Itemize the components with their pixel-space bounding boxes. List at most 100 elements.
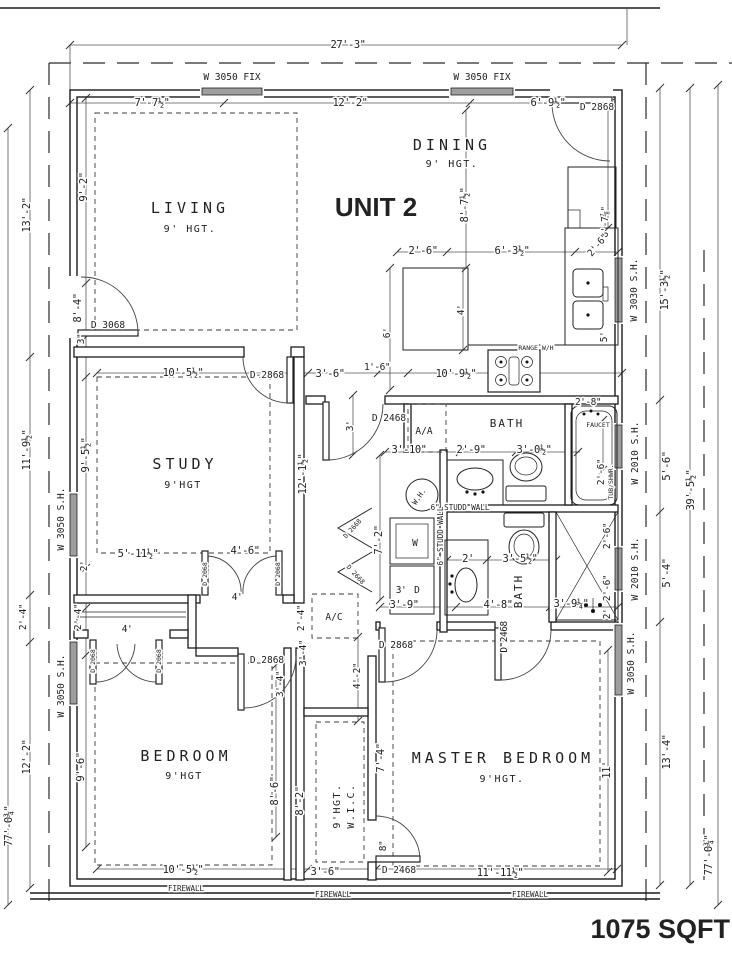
door-leaf-bedroom <box>237 653 245 711</box>
sink-drain-2 <box>586 313 590 317</box>
fixtures <box>80 166 619 621</box>
dim-r77: 77'-0¾" <box>703 835 715 876</box>
dim-dryer: 3' <box>396 585 406 596</box>
firewall-label-1: FIREWALL <box>168 884 205 893</box>
dim-m11: 11' <box>601 761 613 778</box>
door-leaf-closet1b <box>275 550 283 596</box>
wall-wic-top <box>303 707 369 717</box>
dim-c29: 2'-9" <box>456 444 485 456</box>
dim-r13: 13'-4" <box>661 735 673 770</box>
range-burner-3 <box>495 374 507 386</box>
outline-wic <box>315 721 365 863</box>
vanity2-dot-3 <box>450 590 454 594</box>
shower-dot-3 <box>598 603 602 607</box>
room-label-master: MASTER BEDROOM <box>412 749 594 767</box>
dim-left-24: 2'-4" <box>18 604 29 630</box>
dim-m2: 2' <box>602 609 613 619</box>
dim-c3: 3' <box>345 421 356 431</box>
dim-k4: 4' <box>456 305 467 315</box>
door-arc-closet1b <box>242 555 277 595</box>
wall-utility <box>439 449 448 633</box>
toilet1-seat <box>514 456 538 476</box>
dim-c35: 3'-5½" <box>503 553 538 565</box>
wall-tub-left <box>564 403 573 506</box>
dim-r15: 15'-3½" <box>659 270 671 311</box>
room-label-bath2: BATH <box>512 574 525 609</box>
wall-wic-right <box>367 655 377 821</box>
washer-box <box>389 517 435 565</box>
dim-k5: 5' <box>599 332 610 342</box>
range-burner-2 <box>521 356 533 368</box>
dim-r54: 5'-4" <box>661 558 673 587</box>
door-leaf-aa <box>322 401 330 461</box>
dim-m39b: 3'-9¼" <box>554 598 589 610</box>
range-label: RANGE W/H <box>518 344 553 352</box>
wall-bath-top-a <box>305 395 326 405</box>
dim-left-11: 11'-9½" <box>21 430 33 471</box>
dim-c26s1: 2'-6" <box>602 523 613 549</box>
door-leaf-master <box>378 627 386 683</box>
outline-ac-closet <box>311 593 359 639</box>
wall-aa-alcove <box>403 403 412 453</box>
room-hgt-living: 9' HGT. <box>164 224 217 235</box>
window-label-fix1: W 3050 FIX <box>203 72 260 83</box>
dim-li84: 8'-4" <box>72 293 84 322</box>
door-label-closet1b: D 2068 <box>274 562 282 586</box>
dim-s4: 4' <box>232 592 242 603</box>
shower <box>555 511 619 621</box>
dim-left-12: 12'-2" <box>21 740 33 775</box>
dim-r39: 39'-5½" <box>685 470 697 511</box>
dim-c72: 7'-2" <box>373 525 385 554</box>
dim-m39a: 3'-9" <box>389 599 418 611</box>
door-label-closet2a: D 2068 <box>89 649 97 673</box>
vanity2-sink <box>454 567 478 603</box>
door-label-wic: D 2468 <box>382 865 417 876</box>
water-heater <box>405 478 439 512</box>
dim-b4: 4' <box>122 624 132 635</box>
window-label-master: W 3050 S.H. <box>626 632 637 695</box>
window-label-b1: W 2010 S.H. <box>630 422 641 485</box>
wall-closet-divider <box>187 594 197 649</box>
tub-inner <box>575 410 613 501</box>
dim-c2: 2' <box>462 553 474 565</box>
room-label-aa: A/A <box>415 426 432 437</box>
door-arc-closet2a <box>95 643 136 683</box>
room-label-bedroom: BEDROOM <box>140 747 231 765</box>
washer-label: W <box>412 538 418 549</box>
vanity1-dot-2 <box>473 492 477 496</box>
doors <box>77 96 613 863</box>
outline-aa-closet <box>407 403 447 453</box>
dim-hall-36: 3'-6" <box>315 368 344 380</box>
door-label-aa: D 2468 <box>372 413 407 424</box>
dim-c26s2: 2'-6" <box>602 575 613 601</box>
wall-closet-front-left <box>73 594 201 604</box>
outline-living <box>94 112 298 331</box>
room-label-study: STUDY <box>152 455 217 473</box>
toilet2-seat <box>513 533 535 559</box>
sheet-border <box>0 7 660 45</box>
dim-master-bottom: 11'-11½" <box>477 867 524 879</box>
shower-dot-1 <box>584 603 588 607</box>
dim-k63: 6'-3½" <box>495 245 530 257</box>
dim-li2: 2' <box>79 561 90 571</box>
door-arc-wic <box>375 815 421 861</box>
sink-drain-1 <box>586 281 590 285</box>
water-heater-label: W.H. <box>410 487 428 507</box>
dim-top-overall: 27'-3" <box>331 39 366 51</box>
window-label-study: W 3050 S.H. <box>56 488 67 551</box>
door-label-entry2: D 2868 <box>580 102 615 113</box>
door-arc-entry <box>80 276 139 334</box>
vanity1-sink <box>456 467 494 491</box>
dim-d87: 8'-7½" <box>459 188 471 223</box>
door-arc-bedroom <box>243 655 297 709</box>
firewall-label-3: FIREWALL <box>512 890 549 899</box>
room-hgt-study: 9'HGT <box>164 480 202 491</box>
sink-basin-2 <box>572 300 604 330</box>
room-hgt-dining: 9' HGT. <box>426 159 479 170</box>
wall-master-top-c <box>550 621 619 631</box>
dim-li24: 2'-4" <box>73 604 84 630</box>
fridge-handle <box>567 209 581 229</box>
tub-shwr-label: TUB/SHWR. <box>607 464 615 499</box>
